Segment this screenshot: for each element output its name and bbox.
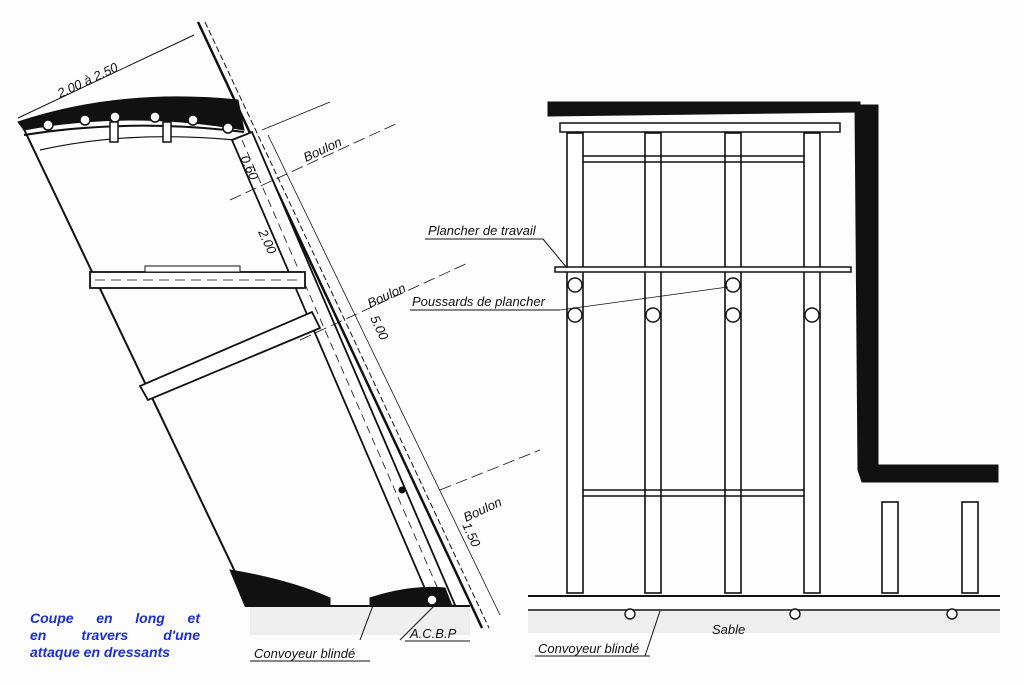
- longitudinal-section: [17, 21, 541, 662]
- cross-section: [410, 101, 1000, 657]
- boulon-label: Boulon: [301, 134, 344, 165]
- poussards-label: Poussards de plancher: [412, 294, 546, 309]
- plancher-label: Plancher de travail: [428, 223, 537, 238]
- caption-line: Coupe en long et: [30, 610, 200, 626]
- boulon-label: Boulon: [461, 494, 504, 525]
- face-rock: [854, 104, 999, 483]
- working-floor: [554, 266, 852, 273]
- acbp-label: A.C.B.P: [409, 626, 457, 641]
- dim-500-label: 5.00: [367, 313, 392, 343]
- roof-rock-right: [547, 101, 861, 117]
- width-dimension-label: 2.00 à 2.50: [54, 59, 121, 101]
- hanging-wall: [196, 21, 484, 629]
- sable-label: Sable: [712, 622, 745, 637]
- caption-line: attaque en dressants: [30, 644, 171, 660]
- caption-line: en travers d'une: [30, 627, 200, 643]
- floor-strut: [138, 310, 322, 402]
- boulon-label: Boulon: [365, 280, 408, 311]
- props: [566, 132, 979, 594]
- dim-150-label: 1.50: [459, 520, 484, 550]
- convoyeur-label-right: Convoyeur blindé: [538, 641, 639, 656]
- figure-caption: Coupe en long et en travers d'une attaqu…: [30, 610, 200, 661]
- labels: 2.00 à 2.50 0.60 2.00 5.00 1.50 Boulon B…: [54, 59, 745, 661]
- cap-beam: [559, 122, 841, 133]
- convoyeur-label-left: Convoyeur blindé: [254, 646, 355, 661]
- footwall: [21, 124, 259, 621]
